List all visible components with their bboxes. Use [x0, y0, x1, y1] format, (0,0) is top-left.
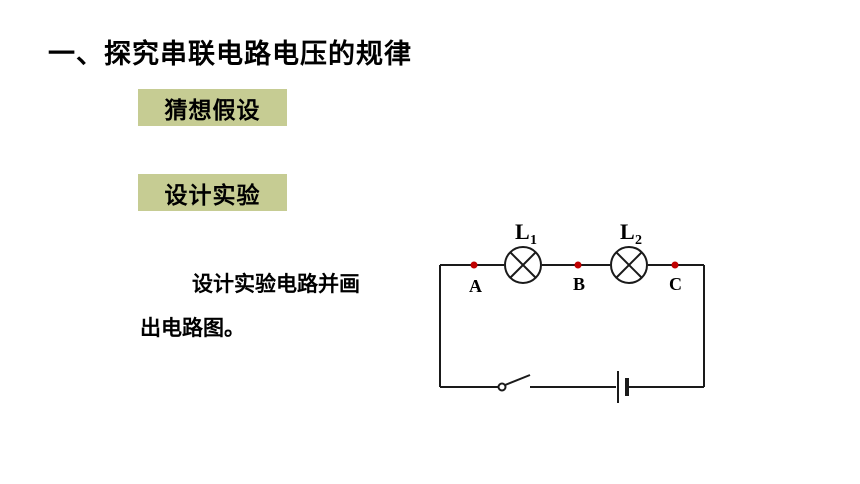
- lamp2-subscript: 2: [635, 233, 642, 248]
- point-c-label: C: [669, 274, 682, 294]
- instruction-line-1: 设计实验电路并画: [192, 272, 360, 296]
- point-a-label: A: [469, 276, 482, 296]
- lamp-icon: [504, 246, 542, 284]
- tag-hypothesis: 猜想假设: [138, 89, 287, 126]
- instruction-text: 设计实验电路并画 出电路图。: [140, 262, 410, 350]
- instruction-line-2: 出电路图。: [140, 316, 245, 340]
- lamp1-label: L: [515, 219, 530, 244]
- switch-icon: [497, 374, 531, 392]
- tag-design-experiment: 设计实验: [138, 174, 287, 211]
- battery-icon: [617, 371, 629, 403]
- series-circuit-diagram: L 1 L 2 A B C: [439, 219, 705, 403]
- node-a-dot: [470, 261, 478, 269]
- lamp2-label: L: [620, 219, 635, 244]
- page-title: 一、探究串联电路电压的规律: [48, 39, 412, 70]
- node-c-dot: [671, 261, 679, 269]
- point-b-label: B: [573, 274, 585, 294]
- lamp1-subscript: 1: [530, 233, 537, 248]
- node-b-dot: [574, 261, 582, 269]
- lamp-icon: [610, 246, 648, 284]
